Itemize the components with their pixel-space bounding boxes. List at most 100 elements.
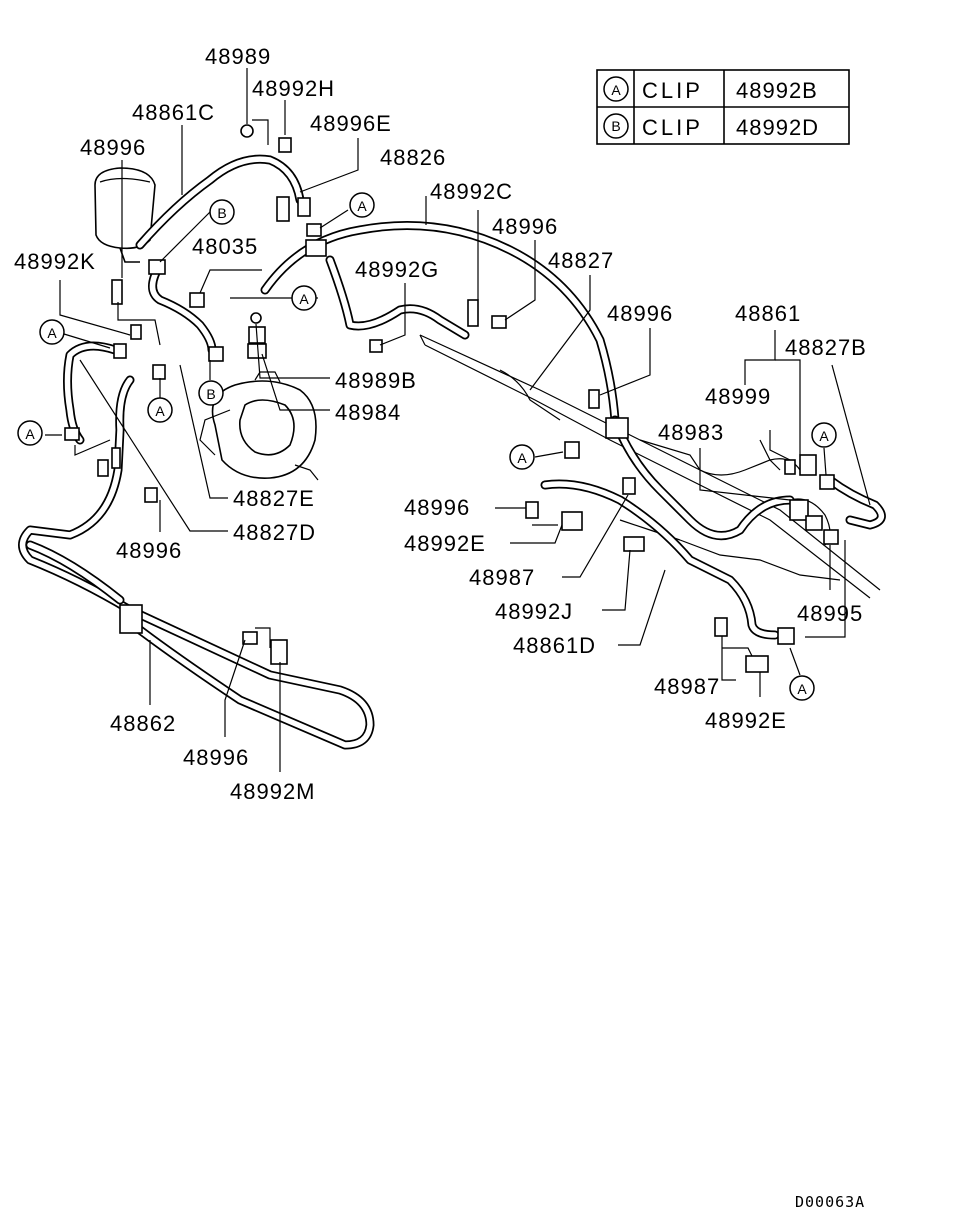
bracket-left <box>97 459 109 477</box>
label-48987-b: 48987 <box>654 674 720 699</box>
label-48983: 48983 <box>658 420 724 445</box>
label-48996-e: 48996 <box>116 538 182 563</box>
clip-markers: B A A A A B A A A A <box>17 192 837 701</box>
marker-a-bottom <box>789 675 815 701</box>
label-48992m: 48992M <box>230 779 316 804</box>
pipe-48861d <box>540 479 780 640</box>
marker-a-right <box>509 444 535 470</box>
hardware-parts <box>64 124 839 673</box>
label-48996-d: 48996 <box>404 495 470 520</box>
reservoir-tank <box>94 167 156 263</box>
legend-symbol-a-marker <box>603 76 629 102</box>
clip-48992e-b <box>745 655 769 673</box>
marker-a-right-label: A <box>517 450 527 466</box>
clip-a-bottom <box>777 627 795 645</box>
label-48992c: 48992C <box>430 179 513 204</box>
label-48035: 48035 <box>192 234 258 259</box>
marker-a-far-right <box>811 422 837 448</box>
marker-a-lower-left <box>17 420 43 446</box>
oring-48983 <box>784 459 796 475</box>
clip-48992h <box>278 137 292 153</box>
bolt-48996e <box>297 197 311 217</box>
legend-symbol-b: B <box>611 118 620 134</box>
marker-b-upper <box>209 199 235 225</box>
legend-part-b: 48992D <box>736 115 819 140</box>
marker-a-left-label: A <box>47 325 57 341</box>
label-48995: 48995 <box>797 601 863 626</box>
grommet-48862 <box>119 604 143 634</box>
clip-48992m <box>270 639 288 665</box>
clip-a-right <box>564 441 580 459</box>
label-48992g: 48992G <box>355 257 439 282</box>
clip-a-left <box>113 343 127 359</box>
marker-b-upper-label: B <box>217 205 226 221</box>
label-48862: 48862 <box>110 711 176 736</box>
label-48989b: 48989B <box>335 368 417 393</box>
label-48827: 48827 <box>548 248 614 273</box>
callout-labels: 48989 48992H 48861C 48996E 48996 48826 4… <box>14 44 867 804</box>
clip-a-far-right <box>819 474 835 490</box>
bolt-48996 <box>111 279 123 305</box>
clip-48992j <box>623 536 645 552</box>
bolt-48996-f <box>242 631 258 645</box>
label-48992j: 48992J <box>495 599 573 624</box>
oring-48989b <box>250 312 262 324</box>
clip-a-lower-left <box>64 427 80 441</box>
legend-part-a: 48992B <box>736 78 818 103</box>
marker-a-left <box>39 319 65 345</box>
label-48827e: 48827E <box>233 486 315 511</box>
clip-b-upper <box>148 259 166 275</box>
leader-lines <box>45 68 871 772</box>
marker-b-lower-label: B <box>206 386 215 402</box>
bolt-48996e-2 <box>276 196 290 222</box>
label-48987-a: 48987 <box>469 565 535 590</box>
legend-name-b: CLIP <box>642 115 703 140</box>
marker-a-far-right-label: A <box>819 428 829 444</box>
marker-a-48035 <box>291 285 317 311</box>
bolt-48996-c <box>491 315 507 329</box>
union-48999 <box>799 454 817 476</box>
clamp-48826 <box>305 239 327 257</box>
label-48992k: 48992K <box>14 249 96 274</box>
clip-a-top <box>306 223 322 237</box>
label-48827d: 48827D <box>233 520 316 545</box>
bolt-48996-e <box>525 501 539 519</box>
legend-symbol-a: A <box>611 82 621 98</box>
label-48989: 48989 <box>205 44 271 69</box>
gasket-48984 <box>247 343 267 359</box>
label-48827b: 48827B <box>785 335 867 360</box>
bolt-48987-b <box>714 617 728 637</box>
marker-a-mid <box>147 397 173 423</box>
label-48996-f: 48996 <box>183 745 249 770</box>
bracket-left-2 <box>111 447 121 469</box>
clip-b-lower <box>208 346 224 362</box>
label-48996-b: 48996 <box>492 214 558 239</box>
label-48996-c: 48996 <box>607 301 673 326</box>
marker-a-bottom-label: A <box>797 681 807 697</box>
label-48992h: 48992H <box>252 76 335 101</box>
label-48826: 48826 <box>380 145 446 170</box>
nut-48989 <box>240 124 254 138</box>
marker-a-mid-label: A <box>155 403 165 419</box>
valve-48827 <box>605 417 629 439</box>
legend-table: A CLIP 48992B B CLIP 48992D <box>596 69 850 145</box>
oring-48995 <box>805 515 823 531</box>
label-48984: 48984 <box>335 400 401 425</box>
marker-a-top-label: A <box>357 198 367 214</box>
label-48996e: 48996E <box>310 111 392 136</box>
fitting-48861 <box>789 499 809 521</box>
label-48999: 48999 <box>705 384 771 409</box>
label-48861: 48861 <box>735 301 801 326</box>
legend-name-a: CLIP <box>642 78 703 103</box>
label-48861d: 48861D <box>513 633 596 658</box>
marker-a-top <box>349 192 375 218</box>
clip-48992c <box>467 299 479 327</box>
clip-a-mid <box>152 364 166 380</box>
clip-48992k <box>130 324 142 340</box>
bolt-48987 <box>622 477 636 495</box>
marker-b-lower <box>198 380 224 406</box>
marker-a-lower-left-label: A <box>25 426 35 442</box>
legend-symbol-b-marker <box>603 113 629 139</box>
clip-48992e <box>561 511 583 531</box>
